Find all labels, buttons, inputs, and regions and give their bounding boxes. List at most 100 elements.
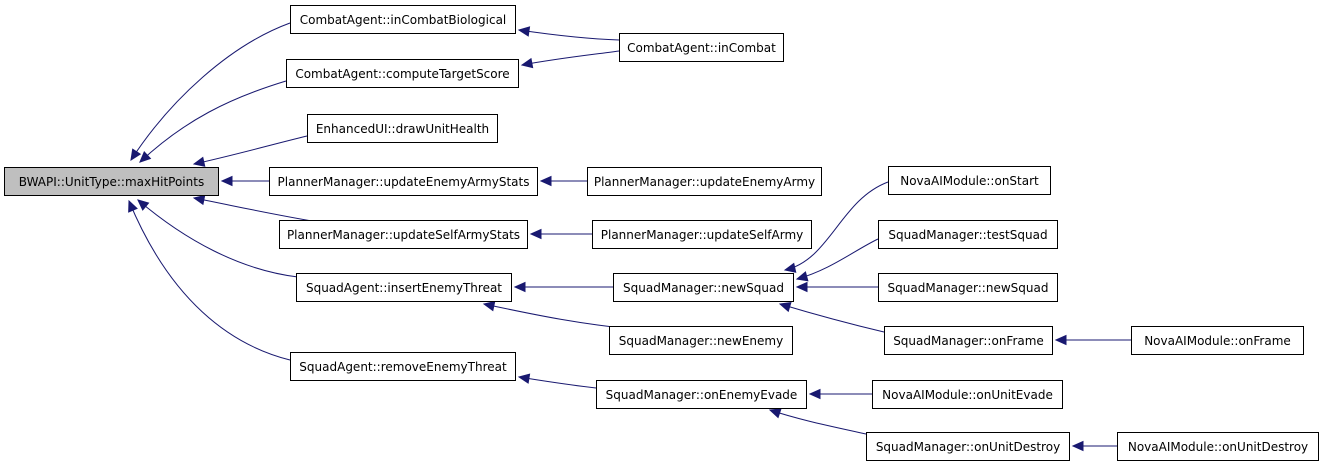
edge-line (518, 376, 597, 389)
arrowhead (517, 26, 531, 37)
edge-line (784, 181, 889, 271)
node-label: PlannerManager::updateEnemyArmyStats (278, 175, 530, 189)
graph-node[interactable]: EnhancedUI::drawUnitHealth (307, 114, 498, 143)
arrowhead (137, 199, 150, 211)
node-label: NovaAIModule::onFrame (1144, 334, 1291, 348)
edge-n19-to-n18 (517, 373, 597, 389)
graph-node[interactable]: SquadManager::newSquad (613, 273, 794, 302)
node-label: BWAPI::UnitType::maxHitPoints (19, 175, 204, 189)
arrowhead (192, 194, 206, 206)
graph-node[interactable]: CombatAgent::inCombatBiological (290, 5, 516, 34)
arrowhead (130, 148, 142, 162)
node-box (307, 114, 498, 143)
graph-node[interactable]: SquadManager::testSquad (878, 220, 1058, 249)
graph-node[interactable]: SquadManager::onEnemyEvade (596, 380, 807, 409)
node-box (878, 220, 1058, 249)
arrowhead (539, 175, 552, 187)
arrowhead (128, 199, 138, 213)
edge-line (779, 303, 885, 333)
graph-node[interactable]: SquadManager::newSquad (878, 273, 1058, 302)
edge-n2-to-n1 (130, 22, 291, 162)
edge-line (137, 199, 299, 278)
edge-n5-to-n1 (192, 135, 308, 167)
node-box (884, 326, 1053, 355)
arrowhead (139, 150, 152, 163)
edge-n3-to-n2 (517, 26, 620, 41)
graph-node[interactable]: PlannerManager::updateEnemyArmyStats (269, 167, 538, 196)
edge-n12-to-n11 (783, 181, 889, 273)
node-label: SquadManager::testSquad (888, 228, 1047, 242)
node-label: SquadAgent::insertEnemyThreat (306, 281, 502, 295)
node-box (878, 273, 1058, 302)
arrowhead (513, 281, 526, 293)
node-box (613, 273, 794, 302)
node-label: PlannerManager::updateSelfArmyStats (287, 228, 520, 242)
edge-line (521, 50, 620, 66)
node-box (1117, 432, 1319, 461)
edge-line (193, 197, 319, 223)
node-label: CombatAgent::inCombatBiological (300, 13, 507, 27)
node-box (866, 432, 1070, 461)
edge-line (130, 22, 291, 161)
node-label: SquadManager::onEnemyEvade (606, 388, 798, 402)
graph-node[interactable]: SquadManager::onFrame (884, 326, 1053, 355)
node-box (872, 380, 1063, 409)
edge-n20-to-n19 (808, 388, 872, 400)
node-label: SquadAgent::removeEnemyThreat (299, 360, 507, 374)
graph-node[interactable]: PlannerManager::updateSelfArmyStats (279, 220, 528, 249)
node-label: SquadManager::onFrame (893, 334, 1044, 348)
arrowhead (529, 228, 542, 240)
edge-n21-to-n19 (768, 408, 867, 435)
node-box (290, 352, 516, 381)
node-box (296, 273, 512, 302)
edge-n18-to-n1 (128, 199, 291, 361)
graph-node[interactable]: CombatAgent::computeTargetScore (286, 59, 519, 88)
edge-n7-to-n6 (539, 175, 587, 187)
node-box (888, 166, 1051, 195)
nodes-layer: BWAPI::UnitType::maxHitPoints CombatAgent… (4, 5, 1319, 461)
graph-node[interactable]: NovaAIModule::onUnitEvade (872, 380, 1063, 409)
root-node: BWAPI::UnitType::maxHitPoints (4, 167, 219, 196)
arrowhead (520, 57, 534, 69)
graph-node[interactable]: CombatAgent::inCombat (619, 33, 784, 62)
graph-node[interactable]: PlannerManager::updateSelfArmy (592, 220, 812, 249)
node-box (609, 326, 793, 355)
graph-node[interactable]: SquadManager::newEnemy (609, 326, 793, 355)
graph-node[interactable]: SquadAgent::insertEnemyThreat (296, 273, 512, 302)
node-box (596, 380, 807, 409)
graph-node[interactable]: NovaAIModule::onUnitDestroy (1117, 432, 1319, 461)
arrowhead (795, 281, 808, 293)
arrowhead (768, 408, 782, 419)
edge-n11-to-n10 (513, 281, 613, 293)
node-label: SquadManager::newEnemy (619, 334, 783, 348)
edge-n9-to-n8 (529, 228, 592, 240)
arrowhead (482, 301, 496, 312)
node-box (592, 220, 812, 249)
node-label: CombatAgent::computeTargetScore (295, 67, 509, 81)
edge-n14-to-n11 (795, 281, 878, 293)
node-box (587, 167, 822, 196)
node-label: SquadManager::newSquad (623, 281, 784, 295)
node-box (290, 5, 516, 34)
node-box (279, 220, 528, 249)
edge-line (139, 80, 287, 163)
node-box (286, 59, 519, 88)
graph-node[interactable]: NovaAIModule::onStart (888, 166, 1051, 195)
arrowhead (517, 373, 531, 384)
arrowhead (192, 156, 206, 167)
edge-n15-to-n11 (778, 301, 885, 333)
node-label: NovaAIModule::onUnitEvade (882, 388, 1053, 402)
node-label: SquadManager::onUnitDestroy (876, 440, 1060, 454)
node-label: NovaAIModule::onUnitDestroy (1128, 440, 1308, 454)
node-label: NovaAIModule::onStart (900, 174, 1039, 188)
edge-line (193, 135, 308, 165)
graph-node[interactable]: SquadManager::onUnitDestroy (866, 432, 1070, 461)
graph-node[interactable]: PlannerManager::updateEnemyArmy (587, 167, 822, 196)
edge-n6-to-n1 (220, 175, 269, 187)
edge-n3-to-n4 (520, 50, 620, 69)
graph-node[interactable]: SquadAgent::removeEnemyThreat (290, 352, 516, 381)
node-label: PlannerManager::updateSelfArmy (601, 228, 804, 242)
node-box (619, 33, 784, 62)
graph-node[interactable]: NovaAIModule::onFrame (1131, 326, 1304, 355)
edge-n13-to-n11 (795, 238, 879, 282)
